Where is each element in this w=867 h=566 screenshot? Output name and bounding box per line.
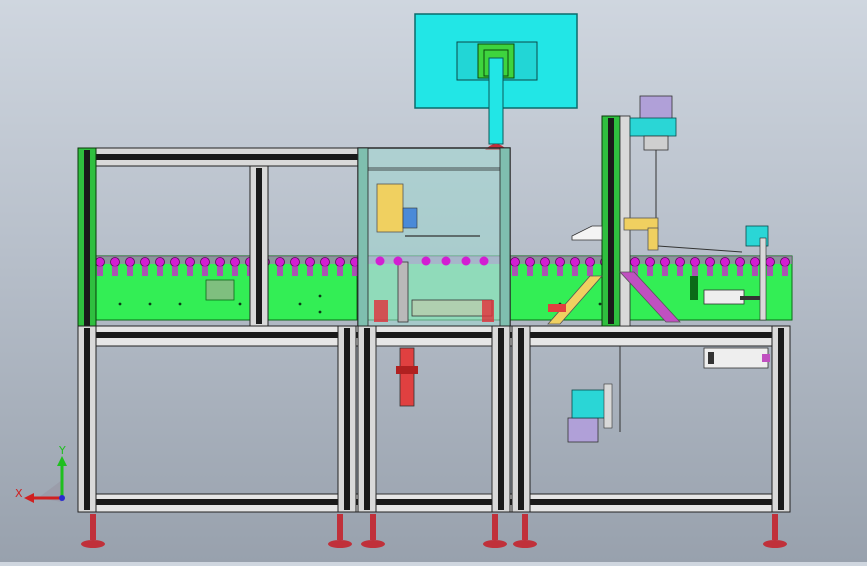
inclined-chute-purple: [619, 271, 681, 323]
monitor-assembly: [414, 13, 578, 150]
axis-triad: Y X: [15, 444, 67, 503]
roller-bracket: [202, 266, 208, 276]
roller-bracket: [142, 266, 148, 276]
roller: [215, 257, 225, 267]
roller-bracket: [572, 266, 578, 276]
x-axis-label: X: [15, 487, 23, 500]
roller-bracket: [752, 266, 758, 276]
guard-vertical-cylinder: [397, 261, 409, 323]
foot-3: [361, 514, 385, 548]
roller-bracket: [512, 266, 518, 276]
roller: [780, 257, 790, 267]
roller-bracket: [337, 266, 343, 276]
leveling-feet: [81, 514, 787, 548]
lower-frame: [77, 325, 791, 513]
roller-bracket: [352, 266, 358, 276]
y-axis-label: Y: [58, 444, 66, 457]
guard-glass: [357, 147, 511, 329]
roller: [585, 257, 595, 267]
roller: [660, 257, 670, 267]
foot-4: [483, 514, 507, 548]
foot-6: [763, 514, 787, 548]
safety-guard: [357, 147, 511, 329]
roller-bracket: [692, 266, 698, 276]
roller: [570, 257, 580, 267]
roller: [705, 257, 715, 267]
roller-bracket: [722, 266, 728, 276]
roller-bracket: [322, 266, 328, 276]
right-station: [547, 95, 770, 443]
lower-red-cylinder: [399, 347, 415, 407]
roller-bracket: [217, 266, 223, 276]
bottom-motor: [567, 417, 599, 443]
roller: [720, 257, 730, 267]
roller: [320, 257, 330, 267]
roller-bracket: [527, 266, 533, 276]
roller: [125, 257, 135, 267]
roller: [765, 257, 775, 267]
roller: [200, 257, 210, 267]
foot-2: [328, 514, 352, 548]
roller-bracket: [662, 266, 668, 276]
roller: [170, 257, 180, 267]
monitor-pole: [488, 57, 504, 145]
roller-bracket: [172, 266, 178, 276]
roller: [140, 257, 150, 267]
roller: [290, 257, 300, 267]
roller: [275, 257, 285, 267]
roller: [155, 257, 165, 267]
roller-bracket: [677, 266, 683, 276]
guard-panel-yellow: [376, 183, 404, 233]
roller: [540, 257, 550, 267]
roller: [510, 257, 520, 267]
roller: [555, 257, 565, 267]
roller: [335, 257, 345, 267]
roller-bracket: [632, 266, 638, 276]
roller: [110, 257, 120, 267]
roller-bracket: [187, 266, 193, 276]
roller: [735, 257, 745, 267]
roller-bracket: [157, 266, 163, 276]
roller: [750, 257, 760, 267]
roller-bracket: [277, 266, 283, 276]
roller-bracket: [127, 266, 133, 276]
roller: [95, 257, 105, 267]
roller-bracket: [647, 266, 653, 276]
roller: [305, 257, 315, 267]
foot-5: [513, 514, 537, 548]
roller-bracket: [292, 266, 298, 276]
roller-bracket: [707, 266, 713, 276]
roller: [675, 257, 685, 267]
roller: [525, 257, 535, 267]
foot-1: [81, 514, 105, 548]
roller-bracket: [557, 266, 563, 276]
roller: [185, 257, 195, 267]
gripper-head: [571, 225, 603, 241]
roller-bracket: [587, 266, 593, 276]
roller-bracket: [232, 266, 238, 276]
roller-bracket: [782, 266, 788, 276]
roller: [645, 257, 655, 267]
roller-bracket: [737, 266, 743, 276]
roller-bracket: [767, 266, 773, 276]
roller-bracket: [307, 266, 313, 276]
roller: [630, 257, 640, 267]
roller: [690, 257, 700, 267]
roller-bracket: [112, 266, 118, 276]
roller-bracket: [542, 266, 548, 276]
roller: [230, 257, 240, 267]
roller-bracket: [97, 266, 103, 276]
